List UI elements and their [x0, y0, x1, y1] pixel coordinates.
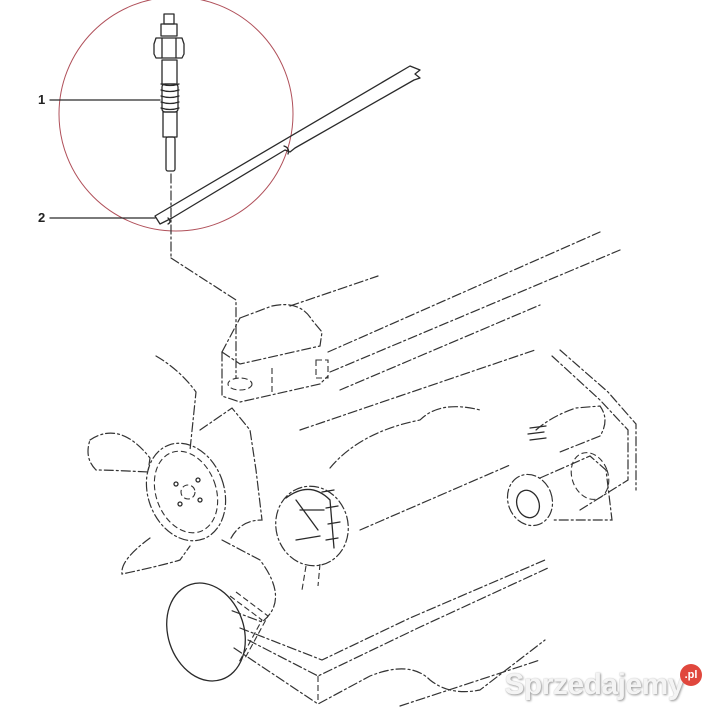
- callout-1-number: 1: [38, 92, 46, 107]
- engine-block-icon: [233, 349, 637, 707]
- cooling-fan-icon: [87, 355, 277, 623]
- bus-bar-icon: [154, 65, 421, 225]
- assembly-axis-line-2: [170, 257, 237, 379]
- pulley-icon: [166, 582, 269, 682]
- cylinder-head-cover-icon: [221, 231, 621, 403]
- alternator-icon: [275, 485, 349, 591]
- watermark: Sprzedajemy .pl: [504, 664, 702, 702]
- glow-plug-icon: [153, 13, 185, 172]
- highlight-circle: [58, 0, 294, 232]
- watermark-text: Sprzedajemy: [504, 668, 684, 701]
- starter-motor-icon: [506, 405, 613, 527]
- callout-2-number: 2: [38, 210, 46, 225]
- watermark-badge: .pl: [680, 664, 702, 686]
